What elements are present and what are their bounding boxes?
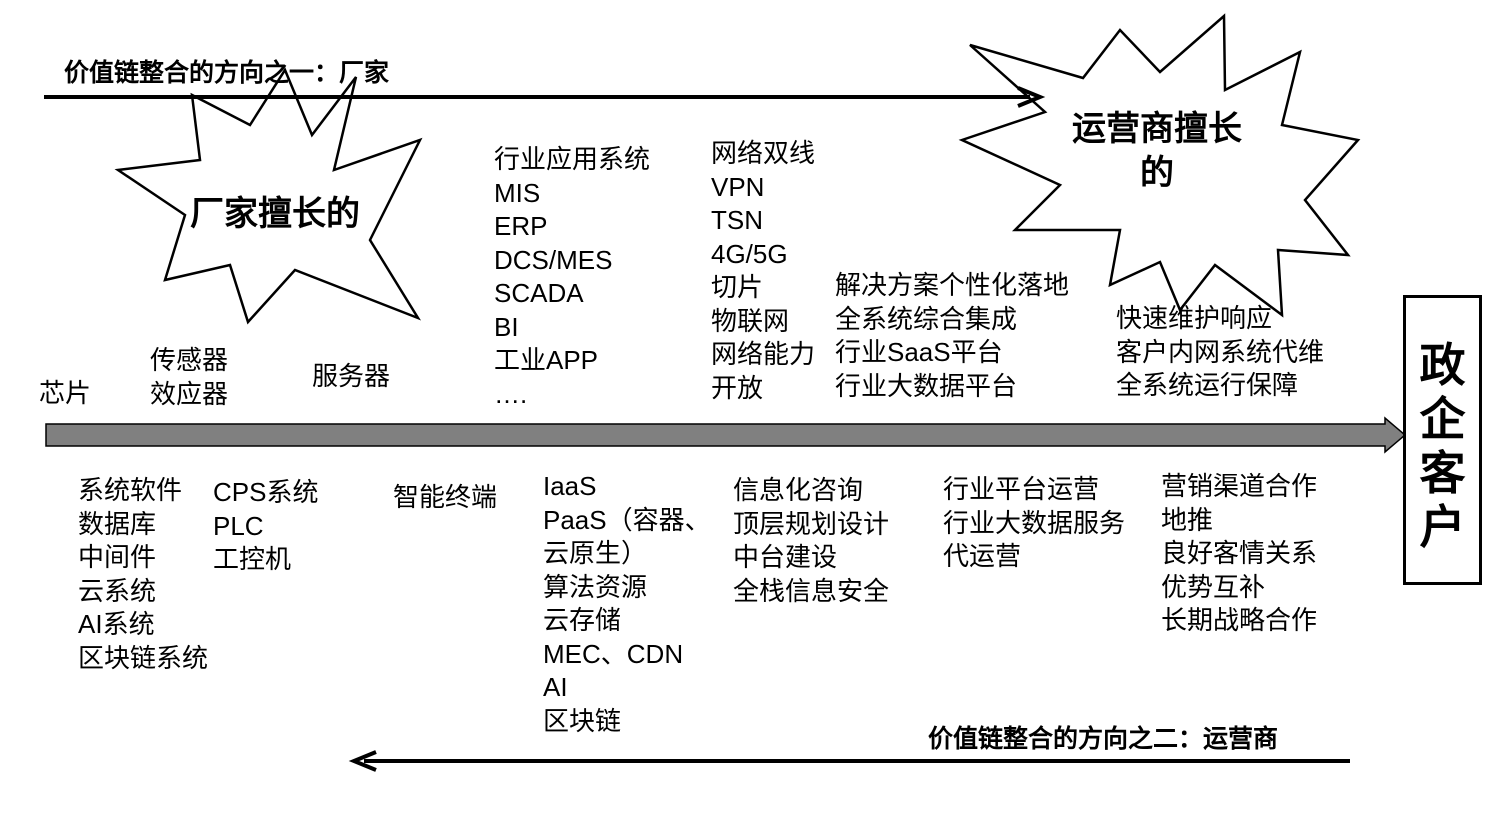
vendor-burst-title: 厂家擅长的 [190,195,360,233]
upper-item: BI [494,311,519,342]
operator-direction-label: 价值链整合的方向之二：运营商 [928,725,1279,753]
lower-item: 中台建设 [733,542,838,572]
lower-item: 工控机 [213,544,292,574]
maintenance-list: 快速维护响应 客户内网系统代维 全系统运行保障 [1116,302,1324,403]
customer-char: 政 [1419,339,1466,391]
upper-item: 行业大数据平台 [835,370,1018,401]
lower-item: 中间件 [78,542,157,572]
industry-app-list: 行业应用系统 MIS ERP DCS/MES SCADA BI 工业APP …. [494,143,650,411]
upper-item: 客户内网系统代维 [1116,336,1325,367]
upper-item: 4G/5G [711,238,788,269]
server-label: 服务器 [312,360,390,394]
upper-item: MIS [494,177,541,208]
upper-item: 网络能力 [711,339,816,369]
lower-item: 系统软件 [78,475,183,505]
upper-item: 传感器 [150,345,229,375]
lower-item: MEC、CDN [543,638,684,669]
customer-char: 户 [1419,501,1466,553]
upper-item: ERP [494,211,548,241]
channel-list: 营销渠道合作 地推 良好客情关系 优势互补 长期战略合作 [1161,470,1317,638]
upper-item: TSN [711,205,763,235]
lower-item: 云原生） [543,538,648,568]
upper-item: 全系统综合集成 [835,303,1018,334]
upper-item: 网络双线 [711,138,816,168]
operator-burst-title: 运营商擅长 的 [1062,107,1252,195]
lower-item: 地推 [1161,504,1214,535]
operations-list: 行业平台运营 行业大数据服务 代运营 [943,473,1125,574]
consulting-list: 信息化咨询 顶层规划设计 中台建设 全栈信息安全 [733,474,889,608]
lower-item: 良好客情关系 [1161,538,1318,568]
lower-item: AI系统 [78,609,155,639]
upper-item: 开放 [711,372,764,403]
lower-item: 云存储 [543,605,622,635]
lower-item: 代运营 [943,541,1022,571]
vendor-burst-shape [114,67,423,325]
sensor-list: 传感器 效应器 [150,344,228,411]
upper-item: 服务器 [312,361,391,391]
customer-char: 企 [1419,393,1466,445]
upper-item: 切片 [711,272,764,302]
lower-item: 行业大数据服务 [943,507,1126,538]
lower-item: PaaS（容器、 [543,504,711,535]
chip-label: 芯片 [39,377,91,411]
lower-item: PLC [213,510,264,541]
upper-item: 工业APP [494,345,599,375]
lower-item: 区块链 [543,705,622,736]
customer-label: 政 企 客 户 [1406,338,1479,554]
lower-item: CPS系统 [213,477,319,507]
solution-list: 解决方案个性化落地 全系统综合集成 行业SaaS平台 行业大数据平台 [835,269,1069,403]
lower-item: 算法资源 [543,571,648,602]
upper-item: VPN [711,171,765,202]
upper-item: 物联网 [711,305,790,336]
operator-burst-shape [958,13,1361,318]
terminal-label: 智能终端 [393,481,497,515]
operator-burst-title-line: 的 [1140,154,1174,192]
network-list: 网络双线 VPN TSN 4G/5G 切片 物联网 网络能力 开放 [711,137,815,405]
lower-item: 顶层规划设计 [733,508,890,539]
upper-item: 快速维护响应 [1116,303,1273,333]
lower-item: 营销渠道合作 [1161,471,1318,501]
upper-item: 全系统运行保障 [1116,370,1299,400]
lower-item: IaaS [543,471,597,501]
lower-item: 智能终端 [393,482,498,512]
vendor-direction-label: 价值链整合的方向之一：厂家 [64,59,390,87]
cps-list: CPS系统 PLC 工控机 [213,476,318,577]
upper-item: DCS/MES [494,244,613,275]
lower-item: 行业平台运营 [943,474,1100,504]
cloud-list: IaaS PaaS（容器、 云原生） 算法资源 云存储 MEC、CDN AI 区… [543,470,711,738]
operator-burst-title-line: 运营商擅长 [1072,110,1242,148]
lower-item: 数据库 [78,508,157,539]
value-chain-main-arrow [45,416,1407,454]
software-list: 系统软件 数据库 中间件 云系统 AI系统 区块链系统 [78,474,208,675]
lower-item: 优势互补 [1161,571,1266,602]
upper-item: 芯片 [39,378,92,408]
lower-item: 区块链系统 [78,642,209,673]
upper-item: 效应器 [150,378,229,409]
upper-item: 行业SaaS平台 [835,337,1003,367]
lower-item: AI [543,672,568,702]
upper-item: 解决方案个性化落地 [835,270,1070,300]
vendor-arrowhead [1017,86,1046,108]
lower-item: 长期战略合作 [1161,605,1318,635]
lower-item: 全栈信息安全 [733,575,890,606]
operator-arrowhead [348,750,377,772]
customer-char: 客 [1419,447,1466,499]
government-enterprise-customer-box: 政 企 客 户 [1403,295,1482,585]
upper-item: SCADA [494,278,584,308]
lower-item: 云系统 [78,575,157,606]
lower-item: 信息化咨询 [733,475,864,505]
upper-item: 行业应用系统 [494,144,651,174]
upper-item: …. [494,378,528,409]
